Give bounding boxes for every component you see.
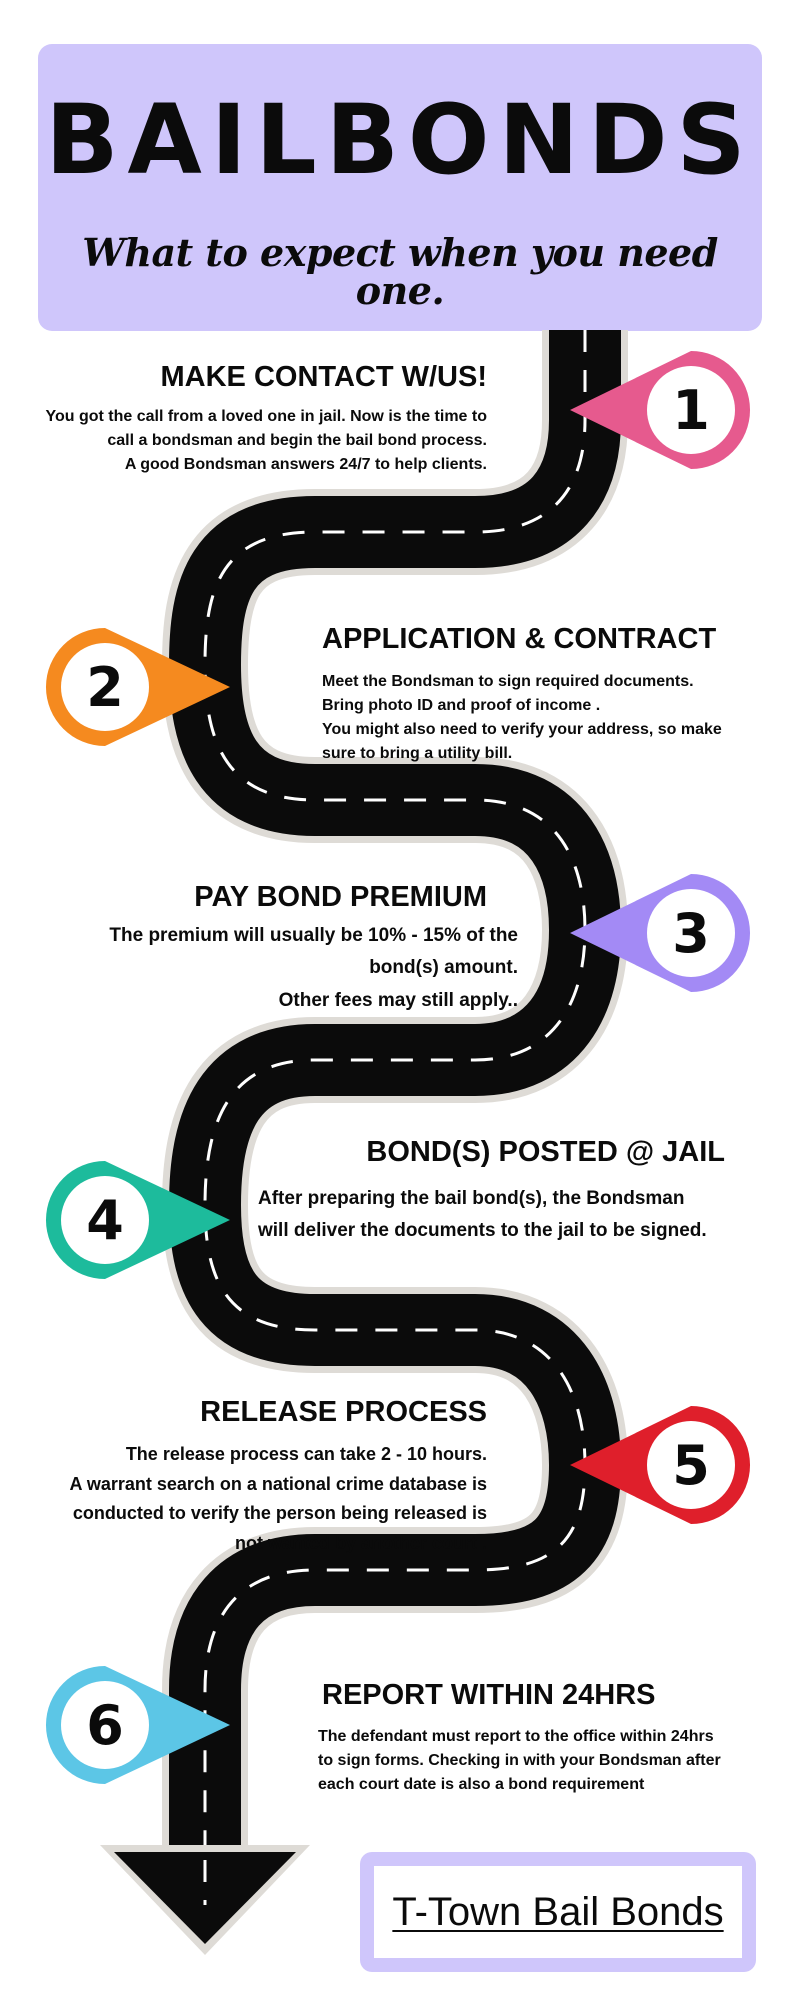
step-5-line: not wanted by another court . (234, 1533, 487, 1554)
step-5-line: conducted to verify the person being rel… (72, 1503, 487, 1524)
step-5-pin: 5 (570, 1406, 751, 1524)
step-2-line: Meet the Bondsman to sign required docum… (322, 673, 694, 690)
step-3-line: bond(s) amount. (369, 957, 518, 979)
step-6-line: The defendant must report to the office … (318, 1728, 714, 1745)
step-5-title: RELEASE PROCESS (200, 1396, 487, 1428)
step-2-line: Bring photo ID and proof of income . (322, 697, 601, 714)
brand-name: T-Town Bail Bonds (392, 1889, 724, 1934)
pin-badge (61, 1176, 149, 1264)
step-6-number: 6 (86, 1694, 124, 1757)
pin-badge (61, 643, 149, 731)
step-4-title: BOND(S) POSTED @ JAIL (366, 1136, 725, 1168)
step-5-line: A warrant search on a national crime dat… (69, 1473, 488, 1494)
step-6-line: to sign forms. Checking in with your Bon… (318, 1752, 721, 1769)
pin-badge (647, 1421, 735, 1509)
step-1-line: call a bondsman and begin the bail bond … (107, 432, 487, 449)
step-6-line: each court date is also a bond requireme… (318, 1776, 645, 1793)
page-title: BAILBONDS (45, 84, 755, 196)
step-5-description: The release process can take 2 - 10 hour… (70, 1440, 488, 1559)
step-1-description: You got the call from a loved one in jai… (45, 405, 487, 477)
pin-badge (647, 889, 735, 977)
step-6-title: REPORT WITHIN 24HRS (322, 1679, 656, 1711)
page-subtitle: What to expect when you need one. (82, 230, 718, 313)
step-3-number: 3 (672, 902, 710, 965)
step-6-description: The defendant must report to the office … (318, 1725, 721, 1797)
road-arrowhead (114, 1852, 296, 1944)
step-6-pin: 6 (45, 1666, 231, 1784)
step-3-line: Other fees may still apply.. (278, 989, 518, 1011)
brand-box: T-Town Bail Bonds (360, 1852, 756, 1972)
pin-badge (647, 366, 735, 454)
step-5-line: The release process can take 2 - 10 hour… (125, 1444, 487, 1464)
step-4-description: After preparing the bail bond(s), the Bo… (258, 1183, 707, 1248)
step-1-title: MAKE CONTACT W/US! (160, 361, 487, 393)
step-3-title: PAY BOND PREMIUM (194, 881, 487, 913)
pin-badge (61, 1681, 149, 1769)
step-1-line: You got the call from a loved one in jai… (45, 408, 487, 425)
step-5-number: 5 (672, 1434, 710, 1497)
step-2-pin: 2 (45, 628, 231, 746)
step-3-description: The premium will usually be 10% - 15% of… (109, 920, 518, 1017)
step-3-pin: 3 (570, 874, 751, 992)
step-1-line: A good Bondsman answers 24/7 to help cli… (124, 456, 487, 473)
step-2-title: APPLICATION & CONTRACT (322, 623, 717, 655)
step-1-pin: 1 (570, 351, 751, 469)
step-4-line: After preparing the bail bond(s), the Bo… (258, 1188, 685, 1209)
step-4-number: 4 (86, 1189, 124, 1252)
brand-inner: T-Town Bail Bonds (374, 1866, 742, 1958)
step-2-line: You might also need to verify your addre… (322, 721, 722, 738)
step-2-number: 2 (86, 656, 124, 719)
step-2-description: Meet the Bondsman to sign required docum… (322, 670, 722, 766)
step-4-pin: 4 (45, 1161, 231, 1279)
step-4-line: will deliver the documents to the jail t… (258, 1220, 707, 1242)
step-2-line: sure to bring a utility bill. (322, 745, 513, 762)
road-lane-dashes (203, 330, 587, 1885)
header-banner: BAILBONDS What to expect when you need o… (38, 44, 762, 331)
step-1-number: 1 (672, 379, 710, 442)
step-3-line: The premium will usually be 10% - 15% of… (109, 925, 518, 946)
